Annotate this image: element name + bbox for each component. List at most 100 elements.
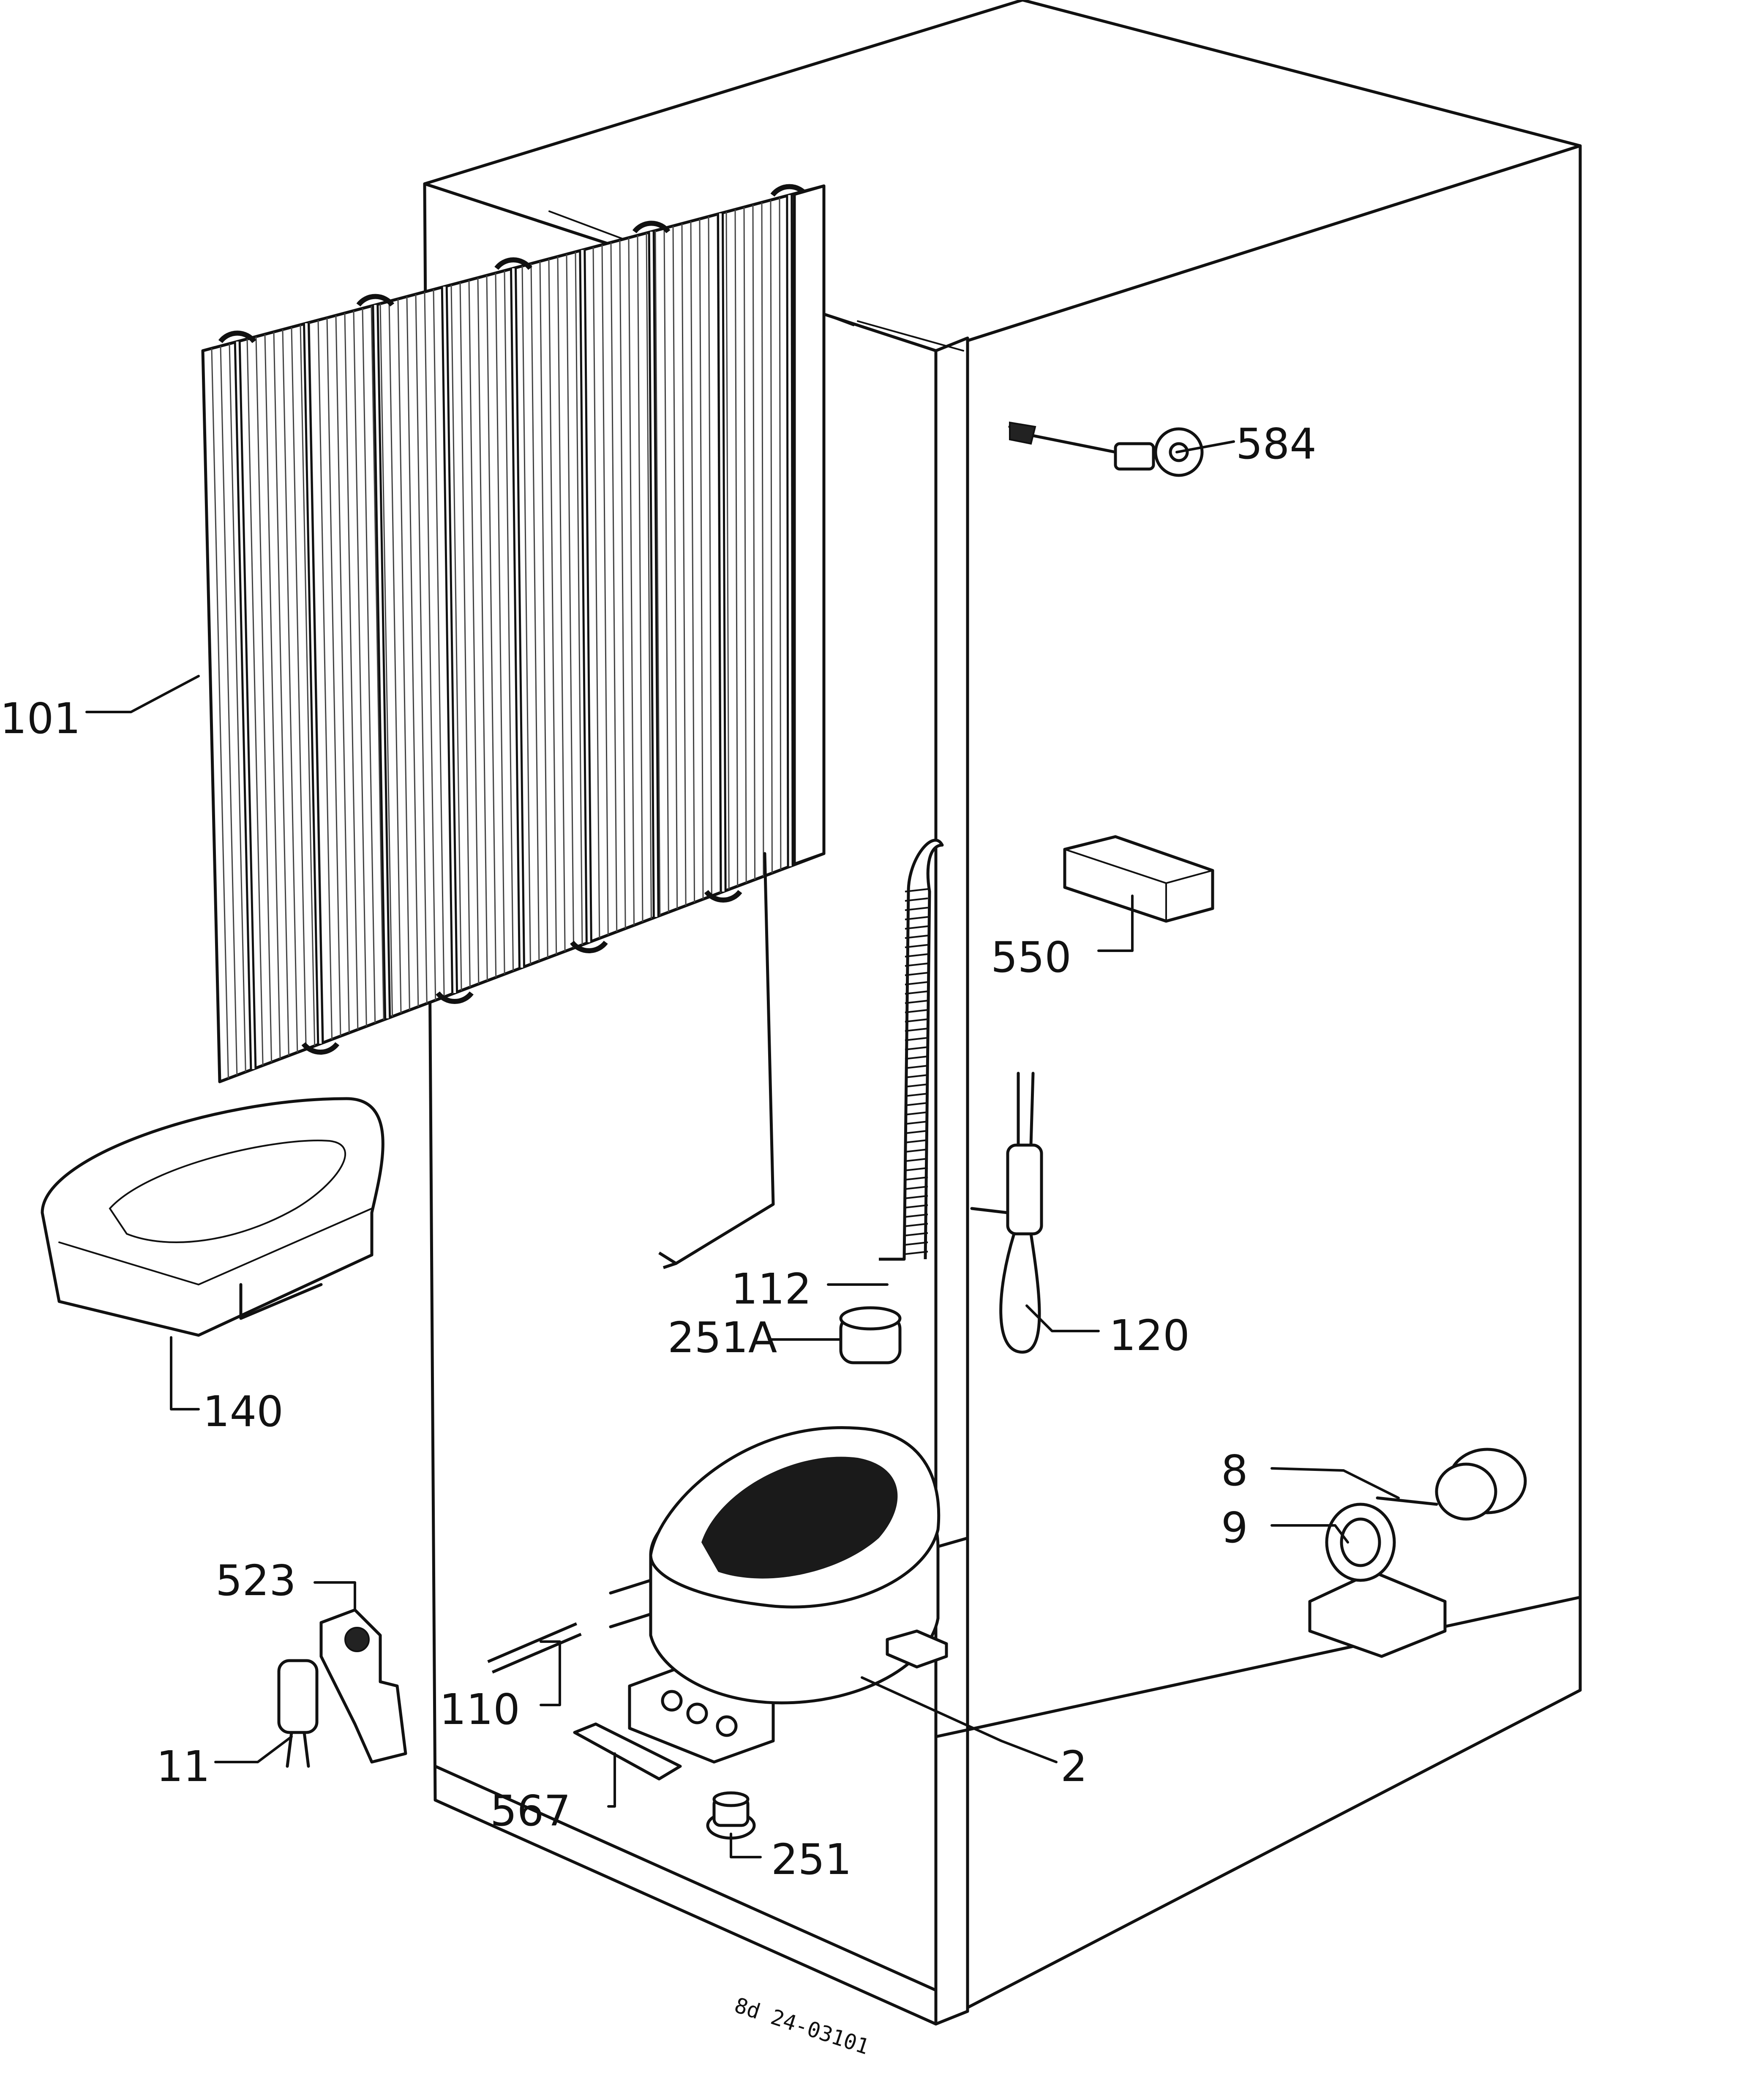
hose-rib — [905, 1204, 928, 1208]
grid-wire — [521, 266, 531, 965]
grid-wire — [379, 303, 393, 1017]
condenser-tubes — [218, 184, 809, 1069]
callout-2: 2 — [1061, 1742, 1088, 1791]
grid-wire — [637, 235, 643, 922]
hose-rib — [905, 1223, 928, 1227]
hose-rib — [905, 1241, 928, 1246]
rubber-sleeve-top — [839, 1306, 902, 1331]
grid-wire — [743, 207, 747, 883]
grid-wire — [300, 325, 316, 1046]
grid-wire — [344, 313, 359, 1030]
sensor-wire-b — [1029, 1072, 1035, 1147]
leader-120 — [1025, 1304, 1100, 1332]
leader-9 — [1271, 1524, 1349, 1544]
drain-hose-stub — [239, 1283, 323, 1320]
grid-wire — [708, 216, 712, 896]
grid-wire — [495, 273, 505, 974]
grid-wire — [397, 299, 410, 1010]
hose-rib — [905, 1065, 928, 1069]
hose-rib — [905, 981, 928, 985]
callout-584: 584 — [1236, 419, 1317, 469]
plate-567 — [573, 1722, 682, 1781]
drip-tray-body — [41, 1097, 384, 1337]
sensor-loop — [999, 1232, 1041, 1354]
grid-wire — [557, 256, 566, 952]
sensor-120 — [970, 1072, 1043, 1354]
sensor-pin — [970, 1207, 1009, 1214]
leader-101 — [85, 675, 200, 713]
compressor-pipe — [609, 1579, 652, 1595]
compressor — [609, 1426, 969, 1764]
drain-hose — [879, 838, 944, 1261]
capacitor-11 — [277, 1659, 319, 1768]
grid-wire — [450, 284, 462, 991]
grid-wire — [601, 245, 609, 935]
hose-rib — [905, 1251, 928, 1255]
grid-wire — [468, 280, 480, 984]
grid-wire — [752, 205, 756, 880]
hose-rib — [905, 935, 928, 939]
capacitor-body — [277, 1659, 319, 1734]
callout-110: 110 — [439, 1685, 520, 1734]
grid-wire — [770, 200, 773, 873]
leader-251 — [730, 1833, 762, 1858]
grid-wire — [530, 263, 540, 961]
leader-140 — [170, 1336, 200, 1410]
condenser-tube-highlight — [236, 341, 255, 1069]
clip-sleeve — [1114, 442, 1155, 471]
plinth-line — [934, 1596, 1582, 1738]
grid-wire — [433, 289, 445, 997]
condenser-tube-highlight — [581, 250, 590, 943]
hose-rib — [905, 972, 928, 976]
relay-wire — [1376, 1496, 1438, 1506]
hose-rib — [905, 1102, 928, 1106]
grid-wire — [317, 320, 333, 1039]
drip-tray-inner — [109, 1140, 346, 1243]
condenser-tube-bend — [494, 257, 532, 270]
leader-2 — [861, 1676, 1058, 1763]
grid-wire — [246, 339, 264, 1066]
hose-rib — [905, 1111, 928, 1116]
grid-wire — [353, 311, 367, 1026]
clip-head — [1009, 421, 1036, 445]
callout-567: 567 — [490, 1786, 571, 1836]
leader-567 — [607, 1752, 616, 1808]
condenser-tube-bend — [436, 991, 474, 1004]
grid-wire — [725, 212, 730, 889]
grid-wire — [690, 221, 695, 903]
callout-523: 523 — [215, 1556, 296, 1605]
clip-584 — [1008, 421, 1204, 477]
compressor-pipe — [936, 1536, 969, 1548]
grid-wire — [619, 240, 626, 929]
grid-wire — [575, 251, 583, 945]
cabinet-door-gap — [857, 320, 964, 352]
condenser-tube-bend — [704, 890, 742, 903]
hose-rib — [905, 907, 928, 911]
compressor-dome-shade — [701, 1457, 898, 1579]
relay-bracket-pin — [344, 1627, 370, 1652]
grid-wire — [681, 224, 687, 906]
condenser-tube-highlight — [650, 232, 657, 917]
hose-rib — [905, 1018, 928, 1023]
grid-wire — [486, 275, 497, 978]
hose-rib — [905, 888, 928, 892]
grid-wire — [477, 278, 488, 981]
grid-wire — [646, 233, 652, 919]
capillary-tip — [658, 1252, 678, 1269]
leader-110 — [540, 1640, 561, 1706]
hose-rib — [905, 1214, 928, 1218]
grid-wire — [610, 242, 618, 932]
hose-rib — [905, 1083, 928, 1088]
grid-wire — [406, 296, 419, 1007]
relay-body — [1435, 1462, 1497, 1521]
grid-wire — [628, 237, 635, 925]
hose-rib — [905, 1158, 928, 1162]
hose-rib — [905, 1009, 928, 1013]
holder-clamp-hole — [1340, 1517, 1381, 1567]
callout-140: 140 — [203, 1387, 284, 1436]
callout-11: 11 — [156, 1742, 210, 1791]
condenser-tube-highlight — [374, 305, 389, 1019]
hose-rib — [905, 990, 928, 995]
callout-550: 550 — [991, 933, 1071, 982]
bracket-550 — [1063, 835, 1214, 923]
